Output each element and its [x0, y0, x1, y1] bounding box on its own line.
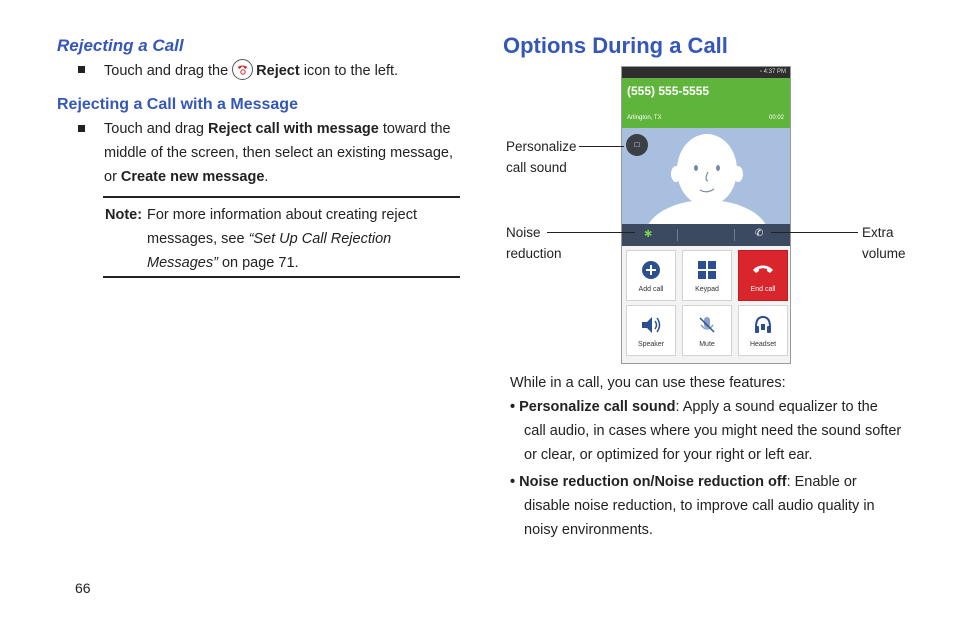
personalize-call-sound-button[interactable]: □: [626, 134, 648, 156]
note-label: Note:: [105, 207, 143, 223]
callout-line: [547, 232, 635, 233]
feature-personalize: • Personalize call sound: Apply a sound …: [510, 399, 902, 463]
note-box: Note: For more information about creatin…: [103, 196, 460, 278]
bullet-square-icon: [78, 125, 85, 132]
callout-extra-volume: Extra volume: [862, 225, 906, 261]
status-bar: ▫ 4:37 PM: [622, 67, 790, 78]
phone-hangup-icon: [753, 265, 773, 273]
section-heading-options-during-call: Options During a Call: [503, 33, 728, 58]
speaker-icon: [642, 317, 661, 333]
section-heading-reject-with-message: Rejecting a Call with a Message: [57, 96, 298, 113]
bullet-square-icon: [78, 66, 85, 73]
callout-line: [579, 146, 624, 147]
callout-personalize-call-sound: Personalize call sound: [506, 139, 577, 175]
phone-screenshot: ▫ 4:37 PM (555) 555-5555 Arlington, TX 0…: [621, 66, 791, 364]
person-avatar-icon: [648, 134, 766, 224]
caller-info-bar: (555) 555-5555 Arlington, TX 00:02: [622, 78, 790, 128]
mic-off-icon: [699, 317, 715, 333]
divider: [734, 229, 735, 241]
keypad-button[interactable]: Keypad: [682, 250, 732, 301]
plus-circle-icon: [642, 261, 660, 279]
callout-line: [771, 232, 858, 233]
note-link[interactable]: “Set Up Call Rejection Messages”: [147, 231, 392, 271]
caller-number: (555) 555-5555: [627, 84, 710, 98]
noise-reduction-button[interactable]: ✱: [644, 229, 652, 240]
phone-volume-icon: ✆: [755, 228, 764, 239]
contact-avatar: □: [622, 128, 790, 224]
section-heading-rejecting-call: Rejecting a Call: [57, 36, 184, 55]
headset-button[interactable]: Headset: [738, 305, 788, 356]
page-number: 66: [75, 580, 91, 596]
divider: [677, 229, 678, 241]
speaker-button[interactable]: Speaker: [626, 305, 676, 356]
status-time: 4:37 PM: [763, 69, 786, 75]
features-intro: While in a call, you can use these featu…: [510, 375, 786, 391]
mute-button[interactable]: Mute: [682, 305, 732, 356]
extra-volume-button[interactable]: ✆: [755, 228, 763, 239]
headset-icon: [755, 315, 771, 333]
call-timer: 00:02: [768, 115, 784, 121]
caller-location: Arlington, TX: [627, 115, 662, 121]
reject-msg-step: Touch and drag Reject call with message …: [104, 121, 453, 185]
note-text: For more information about creating reje…: [147, 207, 417, 271]
add-call-button[interactable]: Add call: [626, 250, 676, 301]
bullet-dot-icon: •: [510, 399, 520, 415]
reject-call-icon: [232, 59, 254, 80]
signal-icon: ▫: [759, 69, 762, 75]
call-control-bar: ✱ ✆: [622, 224, 790, 246]
feature-noise-reduction: • Noise reduction on/Noise reduction off…: [510, 474, 875, 538]
noise-reduction-icon: ✱: [644, 229, 653, 240]
callout-noise-reduction: Noise reduction: [506, 225, 562, 261]
equalizer-icon: □: [634, 140, 640, 149]
end-call-button[interactable]: End call: [738, 250, 788, 301]
bullet-dot-icon: •: [510, 474, 520, 490]
keypad-icon: [698, 261, 716, 279]
